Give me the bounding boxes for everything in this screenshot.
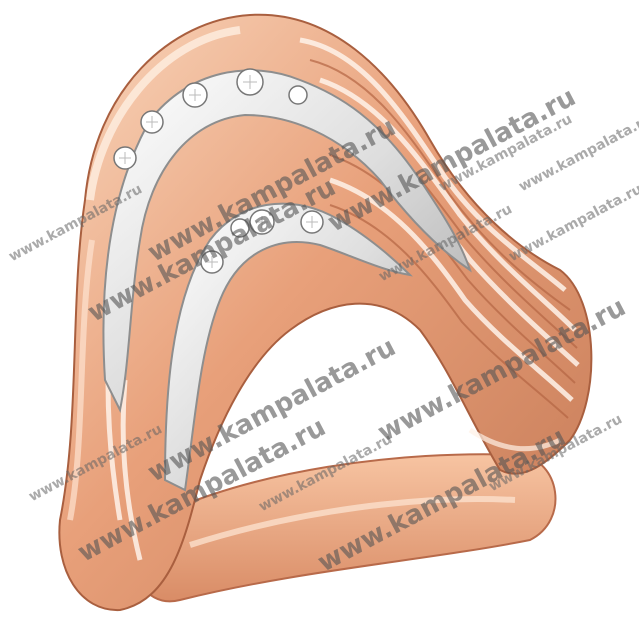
ring-shank [134,453,557,603]
white-gold-band-upper [102,69,472,414]
white-gold-band-lower [163,202,413,492]
ring-body [58,13,593,612]
stones [113,68,324,274]
